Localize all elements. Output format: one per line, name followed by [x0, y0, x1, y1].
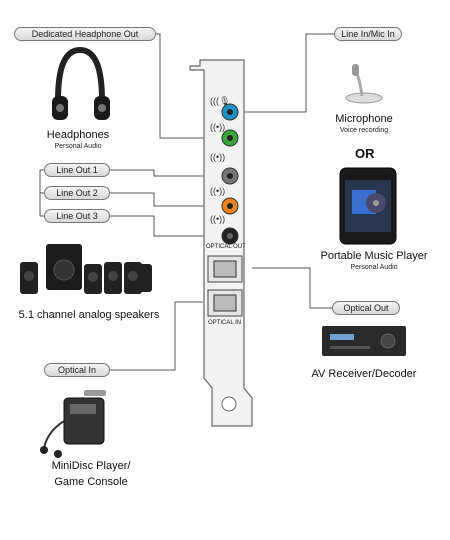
speakers-image	[20, 244, 152, 294]
dedicated-headphone-out-label: Dedicated Headphone Out	[14, 27, 156, 41]
line-out-2-connector-line	[110, 192, 218, 207]
optical-in-label: Optical In	[44, 363, 110, 377]
line-out-2-symbol-icon: ((•))	[210, 186, 225, 196]
minidisc-label-line2: Game Console	[54, 476, 128, 488]
optical-out-port-inner	[213, 260, 237, 278]
microphone-label: Microphone	[335, 113, 393, 125]
av-receiver-label: AV Receiver/Decoder	[311, 368, 417, 380]
bracket-optical-out-text: OPTICAL OUT	[206, 244, 246, 250]
mic-jack-hole	[227, 109, 233, 115]
line-out-bus-ticks	[40, 169, 44, 217]
line-out-2-label: Line Out 2	[44, 186, 110, 200]
connector-lines	[39, 33, 334, 371]
music-player-label: Portable Music Player	[320, 250, 428, 262]
music-player-sublabel: Personal Audio	[350, 264, 398, 271]
line-out-2-jack-hole	[227, 203, 233, 209]
microphone-image	[345, 64, 383, 104]
headphone-connector-line	[156, 33, 220, 139]
line-out-1-jack-hole	[227, 173, 233, 179]
mic-connector-line	[236, 33, 334, 113]
or-text: OR	[355, 146, 375, 161]
mic-symbol-icon: (((🎙	[210, 96, 230, 106]
headphones-image	[52, 46, 110, 120]
music-player-image	[339, 167, 397, 245]
optical-in-port-inner	[213, 294, 237, 312]
line-in-mic-in-label: Line In/Mic In	[334, 27, 402, 41]
minidisc-image	[40, 390, 106, 458]
headphone-jack-hole	[227, 135, 233, 141]
headphones-sublabel: Personal Audio	[54, 143, 102, 150]
line-out-1-symbol-icon: ((•))	[210, 152, 225, 162]
line-out-3-label: Line Out 3	[44, 209, 110, 223]
line-out-1-connector-line	[110, 169, 218, 177]
minidisc-label-line1: MiniDisc Player/	[51, 460, 131, 472]
bracket-plate	[189, 59, 253, 427]
headphone-symbol-icon: ((•))	[210, 122, 225, 132]
pci-bracket	[189, 59, 253, 427]
bracket-optical-in-text: OPTICAL IN	[208, 320, 242, 326]
line-out-1-label: Line Out 1	[44, 163, 110, 177]
line-out-3-symbol-icon: ((•))	[210, 214, 225, 224]
optical-out-connector-line	[252, 267, 332, 309]
av-receiver-image	[322, 326, 406, 356]
bracket-screw-hole	[221, 396, 237, 412]
line-out-3-connector-line	[110, 215, 218, 237]
jack-icons: (((🎙 ((•)) ((•)) ((•)) ((•))	[207, 96, 243, 317]
speakers-label: 5.1 channel analog speakers	[18, 309, 160, 321]
line-out-3-jack-hole	[227, 233, 233, 239]
headphones-label: Headphones	[46, 129, 110, 141]
microphone-sublabel: Voice recording	[339, 127, 389, 134]
optical-in-connector-line	[98, 301, 203, 371]
optical-out-label: Optical Out	[332, 301, 400, 315]
